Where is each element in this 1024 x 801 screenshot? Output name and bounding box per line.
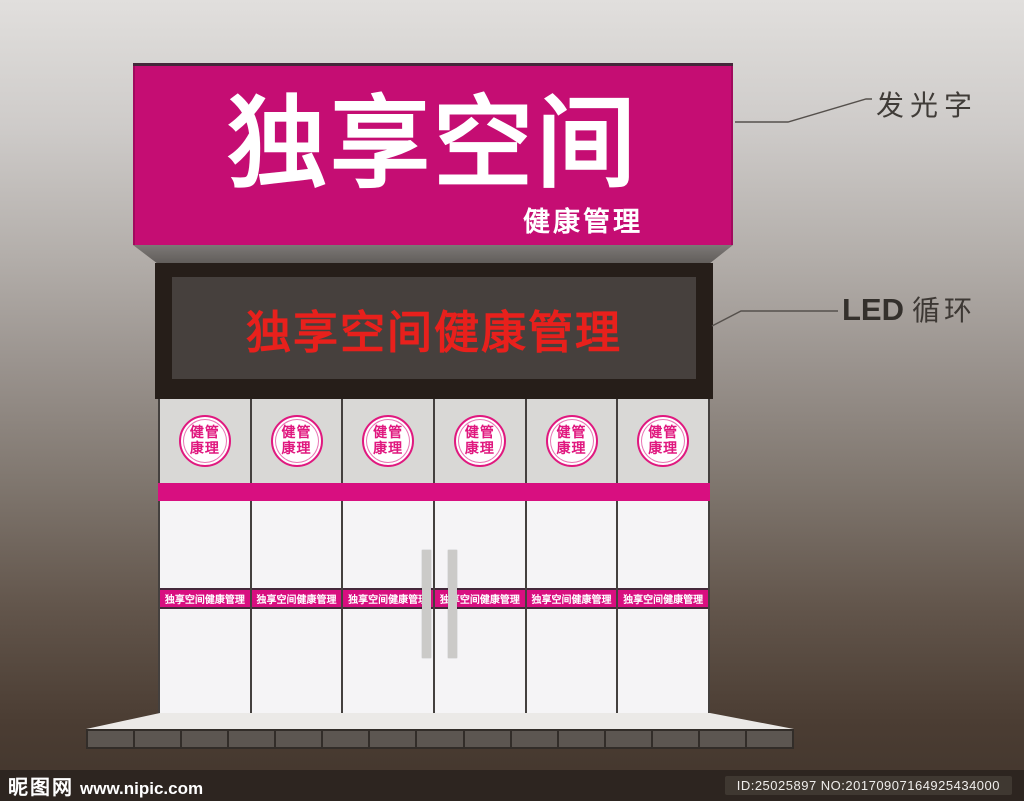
door-sign-band: 独享空间健康管理 (160, 588, 250, 609)
badge-panel: 健管 康理 (526, 399, 617, 483)
site-logo-text: 昵图网 (8, 777, 74, 799)
health-management-badge-icon: 健管 康理 (637, 415, 690, 467)
led-display-screen: 独享空间健康管理 (172, 277, 696, 379)
door-panel: 独享空间健康管理 (251, 501, 342, 714)
sign-title: 独享空间 (227, 88, 639, 200)
curb-tiles (86, 729, 794, 749)
badge-text-line1: 健管 (189, 424, 220, 441)
watermark-bar: 昵图网 www.nipic.com ID:25025897 NO:2017090… (0, 770, 1024, 801)
storefront-columns: 健管 康理 健管 康理 健管 康理 健管 康理 健管 康理 (158, 399, 710, 714)
annotation-led-loop: LED 循环 (842, 289, 976, 329)
door-band-text: 独享空间健康管理 (439, 595, 520, 606)
led-display-frame: 独享空间健康管理 (155, 263, 713, 399)
badge-text-line1: 健管 (464, 424, 495, 441)
annotation-led-cn: 循环 (912, 296, 977, 327)
door-panel: 独享空间健康管理 (160, 501, 250, 714)
badge-text-line1: 健管 (281, 424, 312, 441)
door-panel: 独享空间健康管理 (526, 501, 617, 714)
badge-panel: 健管 康理 (343, 399, 434, 483)
health-management-badge-icon: 健管 康理 (178, 415, 231, 467)
sign-subtitle: 健康管理 (523, 207, 643, 237)
health-management-badge-icon: 健管 康理 (362, 415, 415, 467)
badge-row: 健管 康理 健管 康理 健管 康理 健管 康理 健管 康理 (158, 399, 710, 483)
badge-panel: 健管 康理 (435, 399, 525, 483)
door-band-text: 独享空间健康管理 (164, 595, 245, 606)
door-band-text: 独享空间健康管理 (531, 595, 612, 606)
badge-panel: 健管 康理 (251, 399, 342, 483)
badge-text-line2: 康理 (648, 440, 679, 456)
door-sign-band: 独享空间健康管理 (435, 588, 525, 609)
badge-text-line2: 康理 (189, 440, 220, 456)
sign-underside (133, 245, 733, 264)
door-band-text: 独享空间健康管理 (348, 595, 429, 606)
badge-text-line1: 健管 (556, 424, 587, 441)
badge-text-line1: 健管 (648, 424, 679, 441)
health-management-badge-icon: 健管 康理 (270, 415, 323, 467)
door-band-text: 独享空间健康管理 (256, 595, 337, 606)
door-panel: 独享空间健康管理 (618, 501, 709, 714)
door-handle (422, 550, 431, 658)
badge-text-line2: 康理 (373, 440, 404, 456)
doors-row: 独享空间健康管理 独享空间健康管理 独享空间健康管理 独享空间健康管理 独享空间… (158, 501, 710, 714)
image-id-badge: ID:25025897 NO:20170907164925434000 (724, 776, 1012, 795)
magenta-stripe (158, 483, 710, 501)
door-sign-band: 独享空间健康管理 (343, 588, 434, 609)
badge-text-line2: 康理 (556, 440, 587, 456)
badge-panel: 健管 康理 (618, 399, 709, 483)
storefront-sign: 独享空间 健康管理 (133, 63, 733, 245)
door-sign-band: 独享空间健康管理 (618, 588, 709, 609)
health-management-badge-icon: 健管 康理 (453, 415, 506, 467)
door-sign-band: 独享空间健康管理 (526, 588, 617, 609)
door-band-text: 独享空间健康管理 (623, 595, 704, 606)
health-management-badge-icon: 健管 康理 (545, 415, 598, 467)
site-url: www.nipic.com (80, 779, 204, 798)
door-panel: 独享空间健康管理 (343, 501, 434, 714)
annotation-led-en: LED (842, 292, 904, 327)
entrance-platform (86, 713, 794, 729)
door-handle (448, 550, 457, 658)
badge-panel: 健管 康理 (160, 399, 250, 483)
led-display-text: 独享空间健康管理 (245, 306, 622, 358)
watermark-site: 昵图网 www.nipic.com (8, 771, 203, 800)
annotation-luminous-letters: 发光字 (876, 91, 979, 122)
badge-text-line1: 健管 (373, 424, 404, 441)
door-sign-band: 独享空间健康管理 (251, 588, 342, 609)
badge-text-line2: 康理 (281, 440, 312, 456)
badge-text-line2: 康理 (464, 440, 495, 456)
